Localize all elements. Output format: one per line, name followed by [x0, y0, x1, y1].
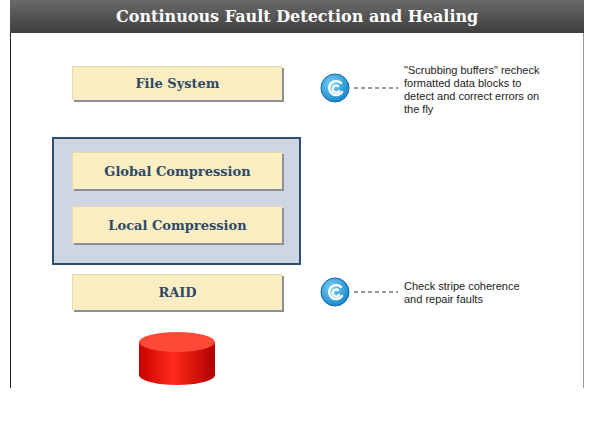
layer-label: Local Compression: [108, 218, 246, 233]
leader-line: [354, 292, 398, 293]
frame-line: [10, 33, 11, 388]
disk-cylinder: [139, 332, 215, 385]
callout-note: "Scrubbing buffers" recheck formatted da…: [404, 64, 554, 116]
layer-label: File System: [135, 76, 219, 91]
leader-line: [354, 88, 398, 89]
frame-line: [583, 33, 584, 388]
header-bar: [10, 0, 584, 33]
layer-label: RAID: [158, 285, 196, 300]
swirl-icon: [321, 74, 349, 102]
layer-box: RAID: [72, 274, 282, 310]
swirl-icon: [321, 278, 349, 306]
diagram-title: Continuous Fault Detection and Healing: [116, 7, 478, 26]
layer-label: Global Compression: [104, 164, 250, 179]
compression-group: Global CompressionLocal Compression: [52, 137, 301, 265]
callout-note: Check stripe coherence and repair faults: [404, 280, 539, 306]
layer-box: Global Compression: [72, 152, 282, 189]
layer-box: Local Compression: [72, 206, 282, 243]
layer-box: File System: [72, 66, 282, 100]
